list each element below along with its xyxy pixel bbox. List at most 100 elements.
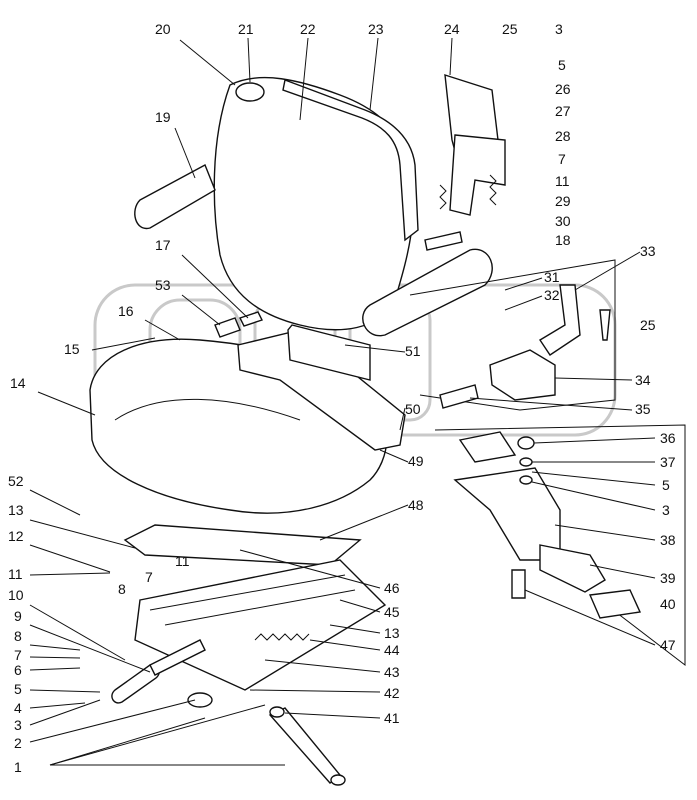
screw-25b [599,309,611,341]
label-13: 13 [8,502,24,518]
latch-33 [539,284,581,356]
leader-34 [554,377,633,381]
leader-5 [29,689,101,693]
nut-36 [517,436,535,450]
leader-48 [319,504,409,541]
armrest-left [134,164,216,230]
leader-51 [344,344,406,353]
plate-36 [458,431,517,463]
label-25: 25 [502,21,518,37]
label-11-top: 11 [555,173,570,189]
label-44: 44 [384,642,400,658]
leader-52 [524,589,656,646]
leader-4 [29,702,86,709]
rail-frame [134,559,387,691]
leader-8 [29,644,81,651]
label-40: 40 [660,596,676,612]
leader-22 [299,37,309,121]
label-5-top: 5 [558,57,566,73]
leader-44 [309,639,381,651]
label-18: 18 [555,232,571,248]
label-7-top: 7 [558,151,566,167]
label-34: 34 [635,372,651,388]
label-27: 27 [555,103,571,119]
leader-1a [49,717,206,766]
leader-5b [531,471,656,486]
washer-3 [519,475,533,485]
washer-37 [519,457,533,467]
label-20: 20 [155,21,171,37]
leader-42 [249,689,381,693]
label-13-right: 13 [384,625,400,641]
shock-eye-bottom [330,774,346,786]
label-33: 33 [640,243,656,259]
leader-13 [29,519,136,549]
label-11-mid: 11 [175,553,190,569]
leader-32 [504,295,543,311]
label-26: 26 [555,81,571,97]
label-3-right: 3 [662,502,670,518]
leader-2 [29,699,196,743]
upper-rail [123,524,362,566]
rail-assembly [111,524,387,786]
leader-7 [29,656,81,659]
leader-12 [29,544,111,573]
leader-11 [29,572,111,576]
label-14: 14 [10,375,26,391]
leader-1b [49,704,266,766]
label-19: 19 [155,109,171,125]
label-25-right: 25 [640,317,656,333]
label-35: 35 [635,401,651,417]
label-5-right: 5 [662,477,670,493]
leader-43 [264,659,381,673]
bolt-47 [214,317,241,338]
label-3: 3 [14,717,22,733]
label-3-top: 3 [555,21,563,37]
inset-plate-outline [434,424,686,667]
label-52: 47 [660,637,676,653]
inset-plate-box [434,424,686,667]
leader-3 [29,699,101,726]
label-23: 23 [368,21,384,37]
leader-20 [179,39,236,86]
label-39: 39 [660,570,676,586]
leader-50 [399,407,406,431]
leader-16 [144,319,181,341]
rail-track-2 [164,589,356,626]
label-37: 37 [660,454,676,470]
leader-19 [174,127,196,179]
label-42: 42 [384,685,400,701]
leader-6 [29,667,81,671]
label-49: 49 [408,453,424,469]
pad-17 [239,311,263,327]
label-4: 4 [14,700,22,716]
label-51: 51 [405,343,421,359]
label-2: 2 [14,735,22,751]
leader-36 [533,437,656,444]
shock-absorber-41 [268,707,341,784]
label-11: 11 [8,566,23,582]
label-43: 43 [384,664,400,680]
leader-10 [29,604,126,661]
label-7-mid: 7 [145,569,153,585]
label-36: 36 [660,430,676,446]
label-47: 53 [155,277,171,293]
leader-3b [531,481,656,511]
seat-cushion-seam [114,398,301,421]
label-50: 50 [405,401,421,417]
label-30: 30 [555,213,571,229]
leader-49 [379,449,409,463]
pin-30 [424,231,463,251]
pin-35 [439,384,479,409]
label-17: 17 [155,237,171,253]
label-10: 10 [8,587,24,603]
inset-hinge-box [409,259,616,411]
shock-eye-top [269,706,285,718]
leader-35 [469,397,633,411]
spring-28 [489,174,497,206]
spring-27 [439,184,447,210]
label-12: 12 [8,528,24,544]
leader-13b [329,624,381,634]
leader-39 [589,564,656,579]
